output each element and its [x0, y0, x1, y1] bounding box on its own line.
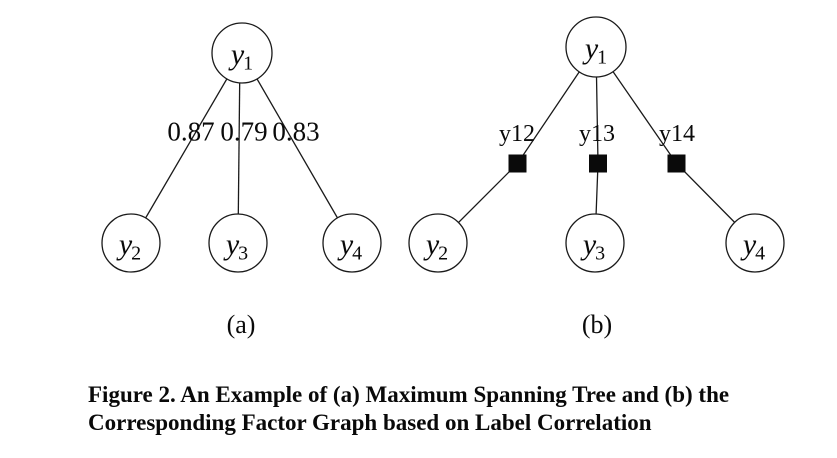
node-label-b-y1: y1: [584, 32, 607, 68]
panel-a-label: (a): [226, 310, 256, 339]
node-label-a-y3: y3: [225, 228, 248, 264]
node-label-a-y2: y2: [118, 228, 141, 264]
node-label-sub: 1: [597, 46, 608, 69]
factor-label-y14: y14: [659, 121, 695, 147]
node-label-b-y3: y3: [582, 228, 605, 264]
node-label-base: y: [742, 228, 756, 261]
caption-line-1: Figure 2. An Example of (a) Maximum Span…: [88, 382, 730, 407]
figure-caption: Figure 2. An Example of (a) Maximum Span…: [88, 381, 828, 437]
node-label-base: y: [118, 228, 132, 261]
factor-square-y12: [508, 154, 527, 173]
node-label-sub: 3: [595, 242, 606, 265]
panel-b-factor-graph: [408, 16, 785, 273]
graphs-drawing: [101, 16, 785, 273]
node-label-sub: 4: [352, 242, 363, 265]
node-circle-b-y1: [565, 16, 627, 78]
factor-square-y14: [667, 154, 686, 173]
edge-a-y1-y4: [241, 52, 353, 244]
node-circle-a-y1: [211, 22, 273, 84]
node-label-sub: 2: [438, 242, 449, 265]
node-circle-b-y3: [565, 213, 625, 273]
node-circle-b-y2: [408, 213, 468, 273]
node-label-base: y: [425, 228, 439, 261]
node-label-base: y: [339, 228, 353, 261]
node-circle-a-y4: [322, 213, 382, 273]
edge-a-y1-y2: [130, 52, 243, 244]
node-label-sub: 4: [755, 242, 766, 265]
edge-weight-y1-y3: 0.79: [220, 116, 268, 147]
caption-line-2: Corresponding Factor Graph based on Labe…: [88, 410, 652, 435]
edge-weight-y1-y2: 0.87: [167, 116, 215, 147]
panel-b-label: (b): [581, 310, 613, 339]
node-label-sub: 2: [131, 242, 142, 265]
node-label-sub: 1: [243, 52, 254, 75]
node-label-b-y2: y2: [425, 228, 448, 264]
factor-square-y13: [589, 154, 607, 173]
node-label-b-y4: y4: [742, 228, 765, 264]
node-label-a-y1: y1: [230, 38, 253, 74]
edge-a-y1-y3: [237, 52, 241, 244]
panel-a-tree: [101, 22, 382, 273]
edge-weight-y1-y4: 0.83: [272, 116, 320, 147]
factor-label-y13: y13: [579, 121, 615, 147]
node-label-base: y: [582, 228, 596, 261]
node-label-base: y: [230, 38, 244, 71]
node-circle-a-y2: [101, 213, 161, 273]
node-label-sub: 3: [238, 242, 249, 265]
node-label-a-y4: y4: [339, 228, 362, 264]
node-circle-b-y4: [725, 213, 785, 273]
node-label-base: y: [584, 32, 598, 65]
factor-label-y12: y12: [499, 121, 535, 147]
node-label-base: y: [225, 228, 239, 261]
node-circle-a-y3: [208, 213, 268, 273]
